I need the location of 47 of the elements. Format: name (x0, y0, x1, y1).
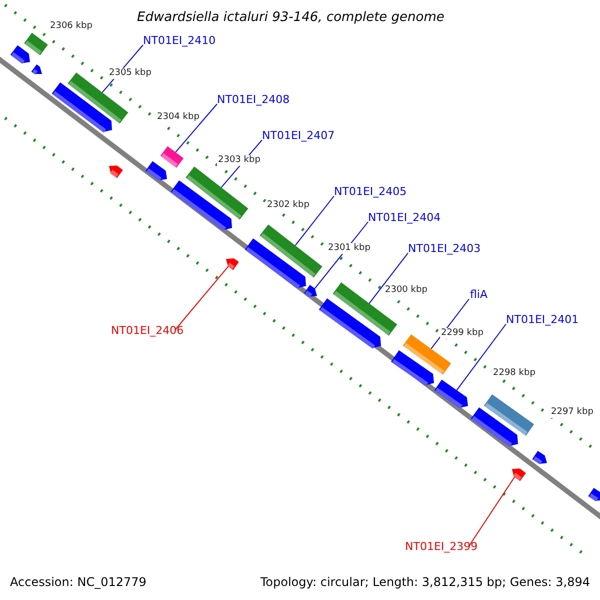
title: Edwardsiella ictaluri 93-146, complete genome (137, 11, 444, 24)
accession-text: Accession: NC_012779 (10, 576, 146, 588)
tick-label: 2301 kbp (327, 243, 372, 254)
gene-feature (109, 165, 123, 178)
leader-line (294, 196, 334, 246)
tick-label: 2305 kbp (108, 68, 152, 79)
leader-line (175, 104, 218, 153)
gene-feature (52, 82, 112, 133)
gene-feature (170, 180, 232, 231)
gene-label: NT01EI_2408 (217, 94, 290, 105)
gene-feature (31, 64, 42, 75)
tick-label: 2302 kbp (266, 200, 310, 211)
gene-feature (588, 488, 600, 502)
tick-label: 2299 kbp (440, 328, 484, 339)
gene-label: NT01EI_2410 (143, 35, 216, 46)
leader-line (468, 476, 516, 546)
tick-label: 2298 kbp (492, 368, 536, 379)
tick-label: 2304 kbp (156, 112, 200, 123)
gene-feature (226, 258, 239, 270)
gene-feature (145, 161, 167, 181)
gene-label: NT01EI_2407 (262, 130, 335, 141)
gene-label: NT01EI_2404 (368, 212, 441, 223)
tick-label: 2306 kbp (49, 21, 94, 32)
gene-label: NT01EI_2401 (506, 314, 579, 325)
gene-feature (391, 350, 434, 386)
tick-label: 2303 kbp (217, 155, 262, 166)
tick-label: 2300 kbp (384, 285, 428, 296)
gene-feature (470, 407, 518, 447)
gene-feature (244, 238, 306, 289)
gene-label: fliA (470, 289, 488, 300)
leader-line (456, 324, 506, 391)
gene-feature (434, 380, 468, 408)
gene-feature (304, 284, 317, 298)
genome-info-text: Topology: circular; Length: 3,812,315 bp; Genes: 3,894 (260, 576, 590, 588)
leader-line (368, 252, 408, 304)
gene-feature (160, 146, 184, 168)
leader-line (174, 266, 229, 330)
tick-label: 2297 kbp (550, 407, 594, 418)
gene-feature (318, 298, 381, 349)
gene-label: NT01EI_2403 (408, 243, 481, 254)
gene-feature (10, 45, 30, 64)
gene-label: NT01EI_2399 (405, 541, 478, 552)
gene-feature (532, 450, 547, 464)
gene-feature (512, 468, 526, 482)
gene-feature (24, 32, 48, 56)
gene-label: NT01EI_2406 (111, 325, 184, 336)
gene-label: NT01EI_2405 (334, 186, 407, 197)
